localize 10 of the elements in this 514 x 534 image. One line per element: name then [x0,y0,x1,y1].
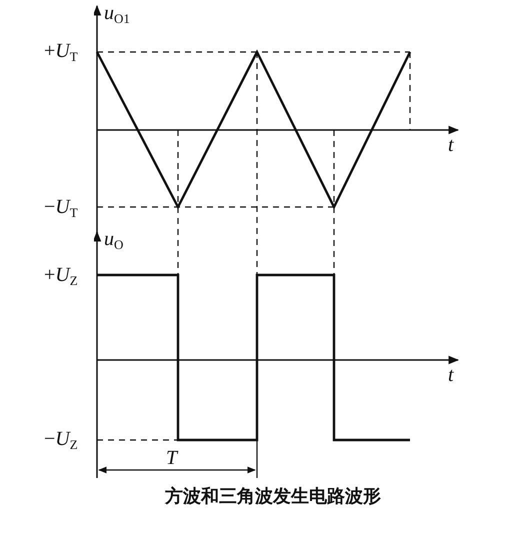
level-label: +U$_{Z}$ [44,264,78,286]
level-label: −U$_{T}$ [44,196,78,218]
axis-label: u$_{O1}$ [104,2,130,24]
level-label: −U$_{Z}$ [44,428,78,450]
period-label: T [166,447,178,469]
axis-label: t [448,134,454,156]
axis-label: t [448,364,454,386]
axis-label: u$_{O}$ [104,228,124,250]
level-label: +U$_{T}$ [44,40,78,62]
caption: 方波和三角波发生电路波形 [165,485,381,508]
